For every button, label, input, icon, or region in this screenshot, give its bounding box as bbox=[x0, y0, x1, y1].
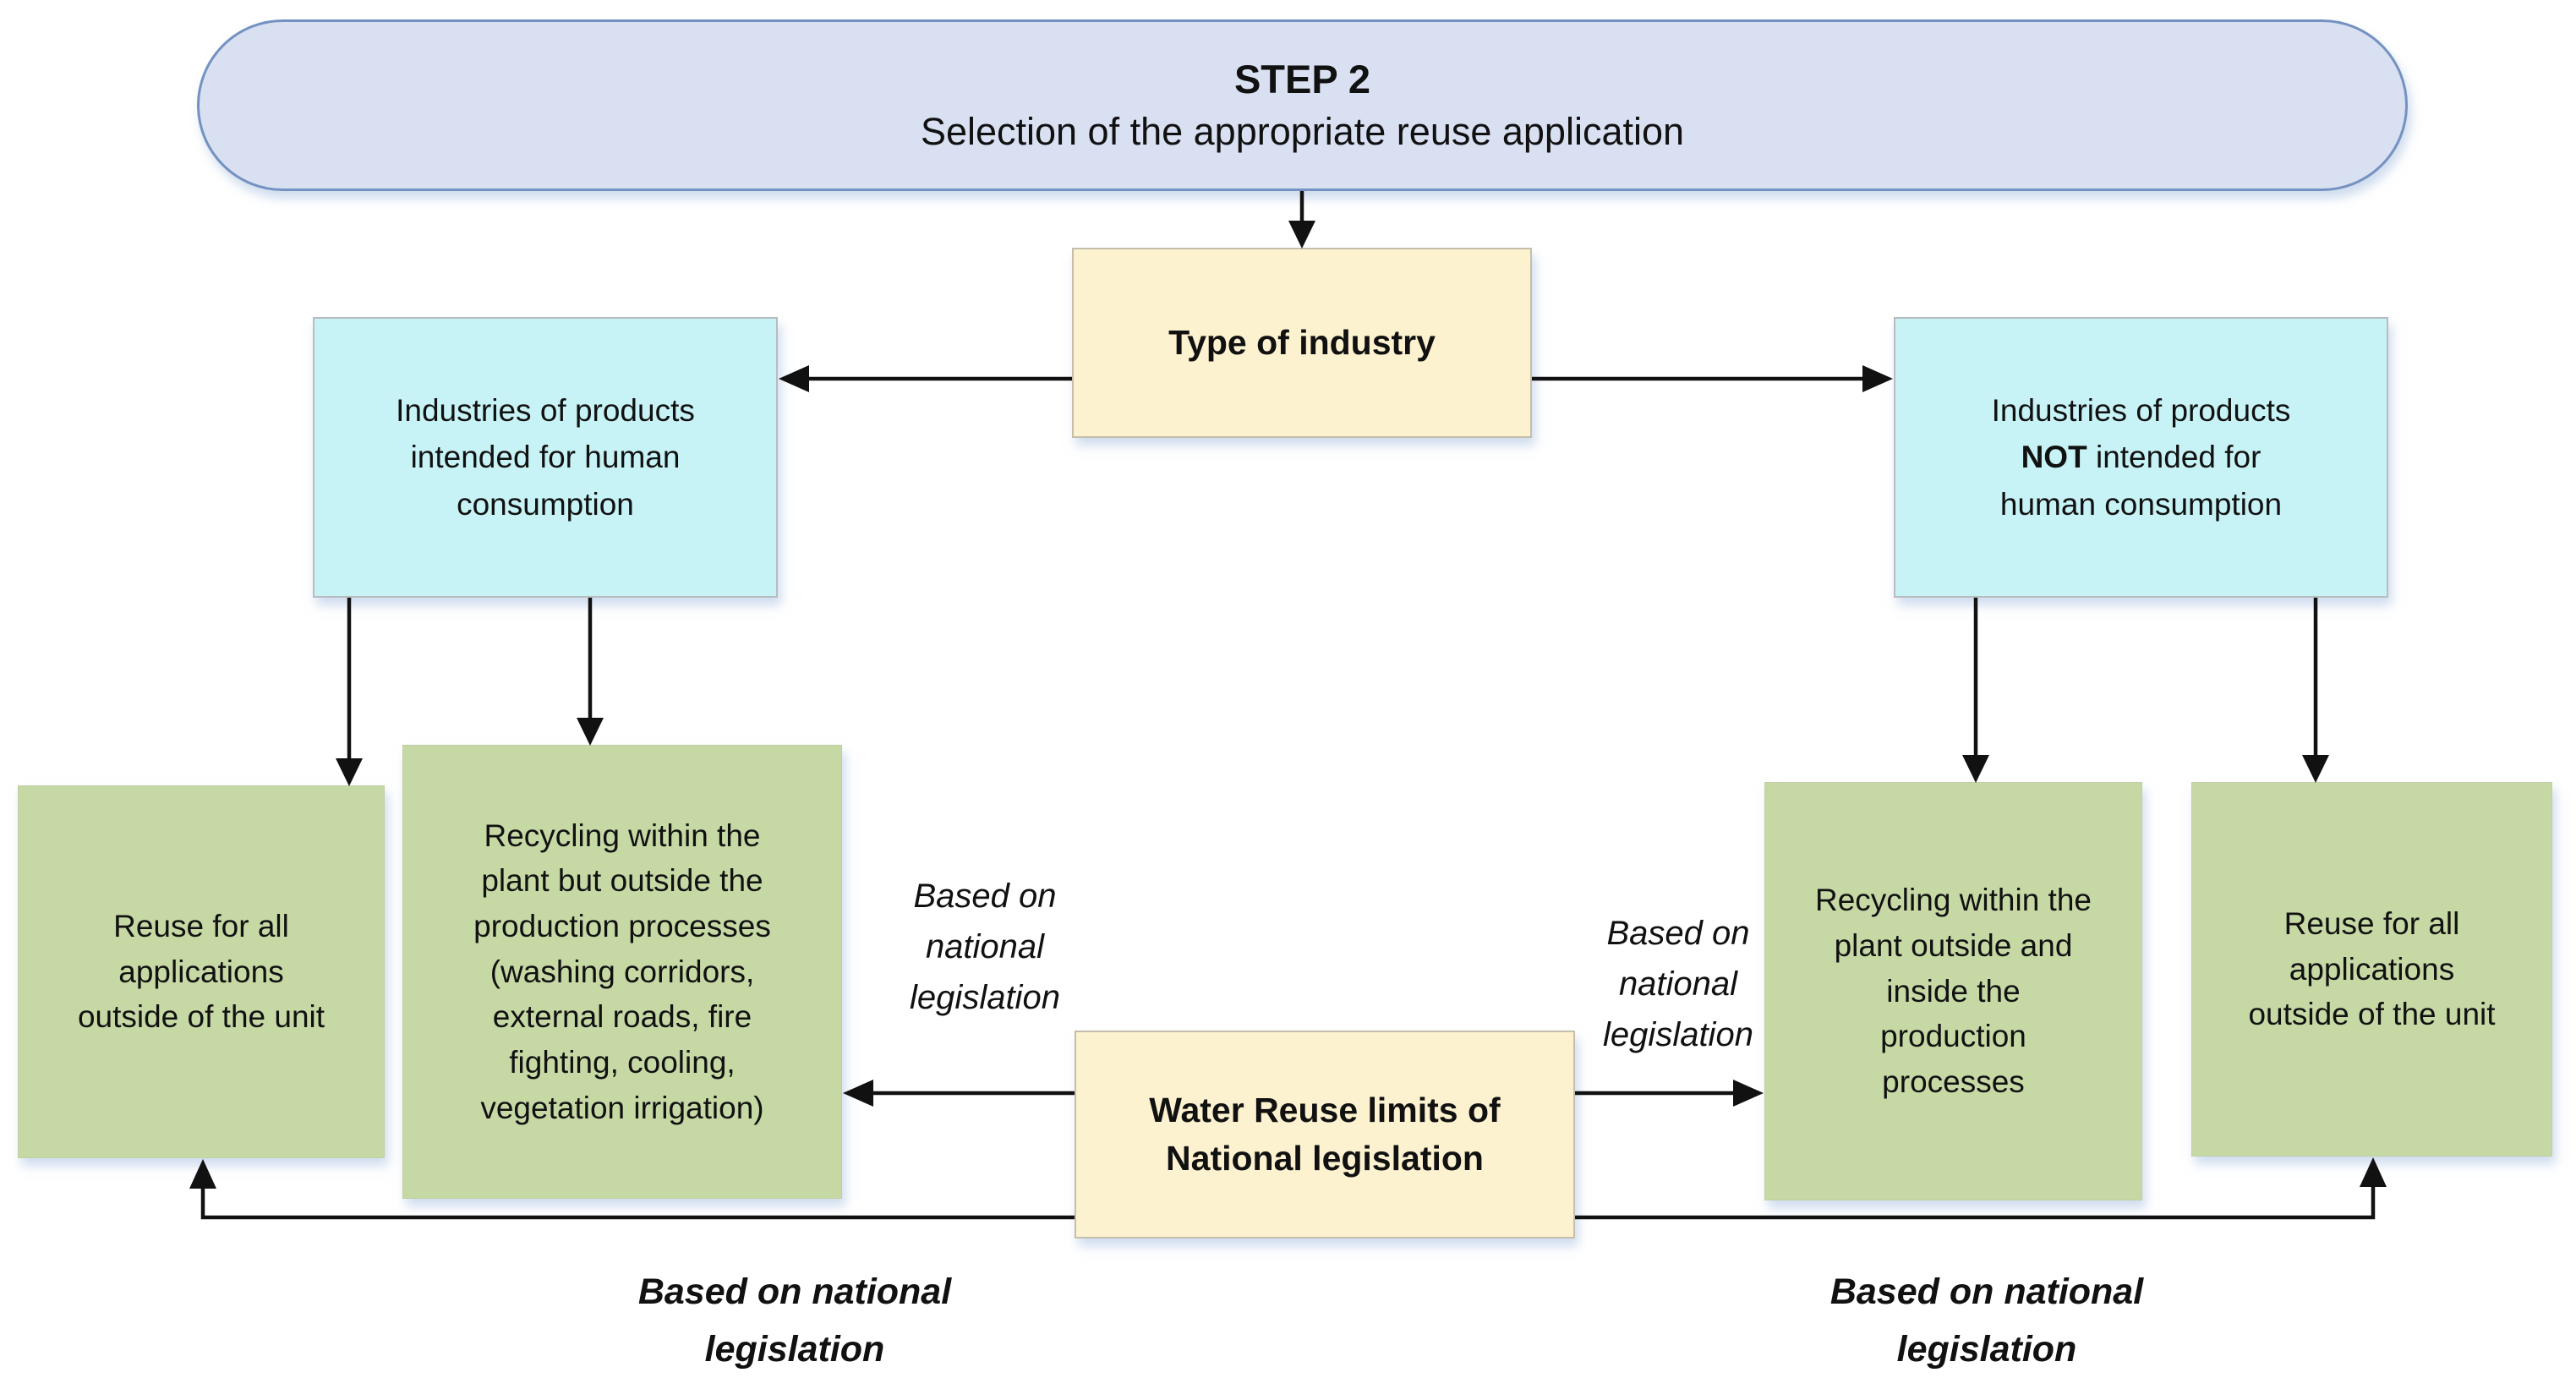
arrow-not-human-to-recycling-right bbox=[1962, 598, 1989, 783]
arrow-banner-to-type bbox=[1288, 191, 1315, 249]
arrow-type-to-industries-not-human bbox=[1532, 365, 1893, 392]
line-3: human consumption bbox=[1999, 486, 2283, 522]
arrow-type-to-industries-human bbox=[779, 365, 1072, 392]
arrow-human-to-reuse-left bbox=[336, 598, 363, 786]
node-label: Type of industry bbox=[1168, 322, 1436, 362]
step-subtitle: Selection of the appropriate reuse appli… bbox=[920, 109, 1685, 153]
line-1: Industries of products bbox=[1991, 392, 2291, 428]
node-industries-not-human-consumption: Industries of products NOT intended for … bbox=[1894, 317, 2388, 598]
arrow-not-human-to-reuse-right bbox=[2302, 598, 2329, 783]
arrow-water-to-recycling-right bbox=[1575, 1080, 1764, 1107]
arrow-human-to-recycling-left bbox=[577, 598, 604, 746]
step-label: STEP 2 bbox=[1233, 57, 1371, 102]
arrow-water-to-recycling-left bbox=[843, 1080, 1075, 1107]
node-label: Industries of products NOT intended for … bbox=[1992, 387, 2291, 528]
step-banner: STEP 2 Selection of the appropriate reus… bbox=[197, 19, 2408, 191]
not-emphasis: NOT bbox=[2021, 440, 2087, 475]
line-2: NOT intended for bbox=[2021, 440, 2262, 475]
node-type-of-industry: Type of industry bbox=[1072, 248, 1532, 438]
